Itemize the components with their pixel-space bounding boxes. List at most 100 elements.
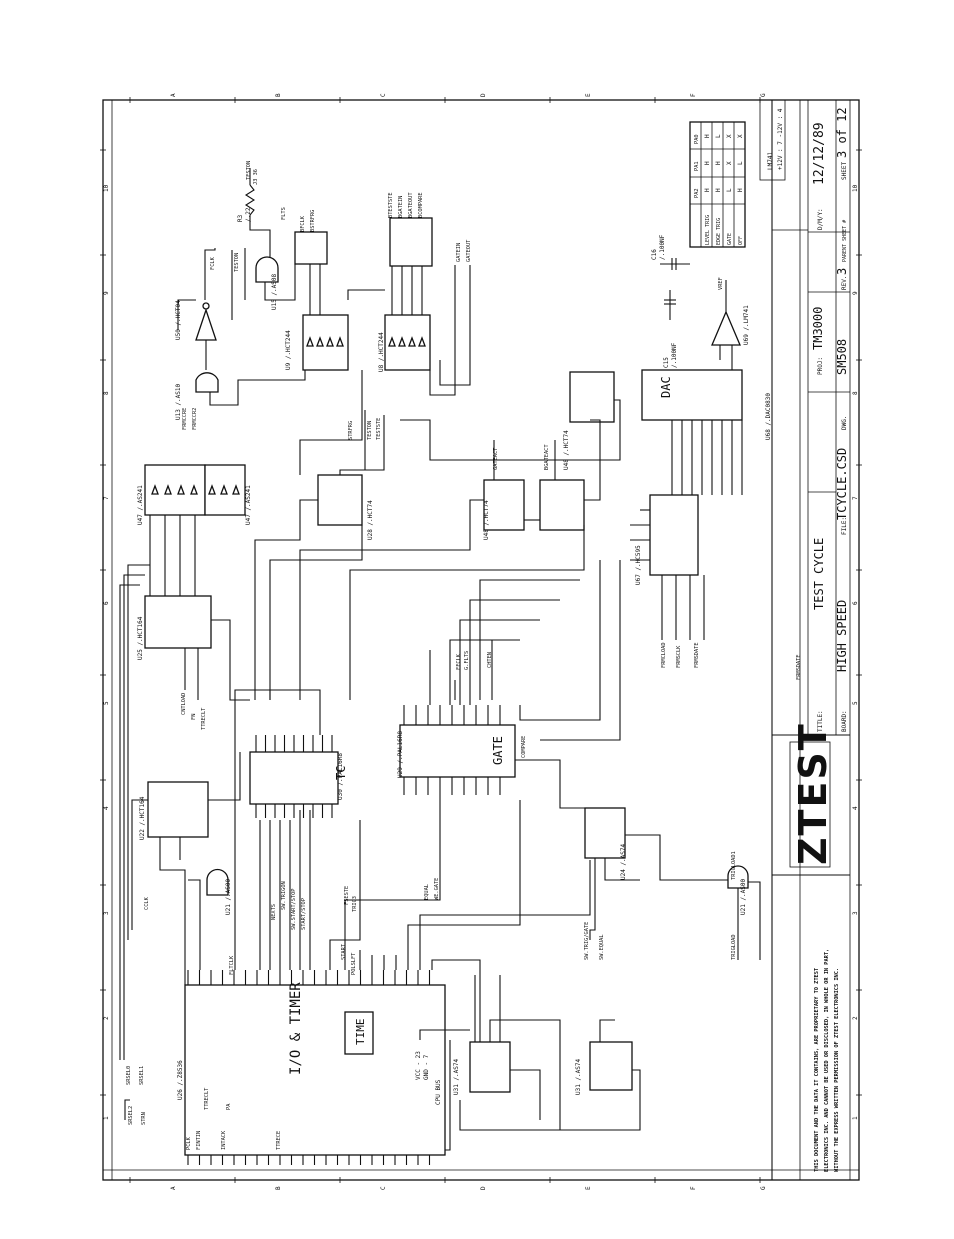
border-number-left: 5 <box>103 701 110 705</box>
u48-ref: U48 /.HCT74 <box>563 430 570 470</box>
time-label: TIME <box>354 1019 367 1046</box>
net-label: CCLK <box>144 896 150 910</box>
net-label: EQUAL <box>424 884 430 900</box>
io-chip-bottom-pins <box>187 1155 431 1165</box>
border-letter-bottom: E <box>585 1186 592 1190</box>
pal-pins <box>255 705 501 818</box>
net-label: TRIGLOAD <box>731 934 737 960</box>
net-label: BGATEOUT <box>408 192 414 218</box>
io-timer-name: I/O & TIMER <box>288 982 304 1075</box>
net-label: SRSEL0 <box>126 1066 132 1085</box>
net-label: J3 36 <box>253 169 259 185</box>
u9-ref: U9 /.HCT244 <box>285 330 292 370</box>
u69-ref: U69 /.LM741 <box>743 305 750 345</box>
net-label: BCOMPARE <box>418 192 424 218</box>
net-label: TTRECLT <box>201 707 207 730</box>
net-label: TESTON <box>246 161 252 180</box>
u22-chip <box>147 781 209 838</box>
trigger-table-row-label: EDGE TRIG <box>716 218 722 245</box>
file-label: FILE: <box>841 517 848 535</box>
gate-name: GATE <box>491 736 505 765</box>
lm741-pins: +12V : 7 -12V : 4 <box>777 108 784 170</box>
board-label: BOARD: <box>841 710 848 732</box>
net-label: FLTCLK <box>229 955 235 975</box>
net-label: TESTON <box>234 253 240 272</box>
trigger-table-cell: H <box>715 188 722 192</box>
trigger-table-cell: H <box>715 161 722 165</box>
u21a-nand-gate <box>206 868 229 896</box>
trigger-table-cell: L <box>726 188 733 192</box>
u8-ref: U8 /.HCT244 <box>378 332 385 372</box>
trigger-table-cell: H <box>704 134 711 138</box>
net-label: FSESTE <box>344 886 350 905</box>
border-letter-top: C <box>380 93 387 97</box>
border-number-right: 10 <box>852 184 859 192</box>
title-block: TITLE: TEST CYCLE BOARD: HIGH SPEED FILE… <box>759 99 850 1180</box>
wires <box>119 168 761 1151</box>
u22-ref: U22 /.HCT164 <box>139 796 146 840</box>
u67-chip <box>649 494 699 576</box>
net-label: FN <box>191 714 197 720</box>
r3-resistor: R3 /.22 <box>237 184 256 222</box>
border-number-left: 2 <box>103 1016 110 1020</box>
u9-u8-triangles <box>306 336 426 347</box>
net-label: BGATEIN <box>398 196 404 218</box>
dac-chip <box>641 369 743 421</box>
u31a-ref: U31 /.AS74 <box>453 1058 460 1095</box>
u31b-chip <box>589 1041 633 1091</box>
net-label: GATEIN <box>456 243 462 262</box>
border-letter-bottom: F <box>690 1186 697 1190</box>
border-letter-top: G <box>760 93 767 97</box>
cpu-bus-label: CPU BUS <box>435 1079 442 1105</box>
border-number-left: 1 <box>103 1116 110 1120</box>
u13-ref: U13 /.AS10 <box>175 383 182 420</box>
u48-ref-2: U48 /.HCT74 <box>483 500 490 540</box>
lm741-ref: LM741 <box>767 152 774 170</box>
border-number-right: 9 <box>852 291 859 295</box>
u48c-chip <box>569 371 615 423</box>
gate-chip <box>399 724 516 778</box>
svg-text:C15: C15 <box>663 357 670 368</box>
io-timer-chip <box>184 984 446 1156</box>
net-label: STRN <box>141 1112 147 1125</box>
io-timer-gnd: GND - 7 <box>423 1054 430 1080</box>
net-label: PA <box>226 1103 232 1110</box>
notice-line-2: ELECTRONICS INC. AND CANNOT BE USED OR D… <box>824 949 830 1172</box>
u50-inverter <box>195 307 217 341</box>
border-letter-top: A <box>170 93 177 97</box>
u31a-chip <box>469 1041 511 1093</box>
border-number-left: 6 <box>103 601 110 605</box>
border-number-right: 5 <box>852 701 859 705</box>
tc-chip <box>249 751 339 805</box>
proj-value: TM3000 <box>811 307 825 350</box>
trigger-table-cell: L <box>737 161 744 165</box>
net-label: SW.TRIG/GATE <box>584 922 590 960</box>
tc-ref: U30 /.PAL16R8 <box>337 753 344 800</box>
net-label: GATEOUT <box>466 239 472 262</box>
u21b-nand-gate <box>727 865 749 889</box>
trigger-table-cell: H <box>704 188 711 192</box>
net-label: BSTRFRG <box>310 210 316 232</box>
net-label: FRMCCRE <box>182 408 188 430</box>
u48a-chip <box>483 479 525 531</box>
dwg-value: SM508 <box>835 339 849 375</box>
net-label: TESTON <box>367 421 373 440</box>
border-number-left: 3 <box>103 911 110 915</box>
net-label: FFCLK <box>456 653 462 670</box>
border-number-right: 6 <box>852 601 859 605</box>
border-number-left: 10 <box>103 184 110 192</box>
net-label: SW.START/STOP <box>291 889 297 930</box>
net-label: BGATEACT <box>544 444 550 470</box>
border-letter-top: B <box>275 93 282 97</box>
u47-ref-2: U47 /.AS241 <box>245 485 252 525</box>
title-value: TEST CYCLE <box>812 538 826 610</box>
u67-ref: U67 /.HC595 <box>635 545 642 585</box>
border-letter-bottom: C <box>380 1186 387 1190</box>
u15-ref: U15 /.AS08 <box>271 273 278 310</box>
net-label: BFCLK <box>300 215 306 232</box>
net-label: TRIGLOAD1 <box>731 851 737 880</box>
